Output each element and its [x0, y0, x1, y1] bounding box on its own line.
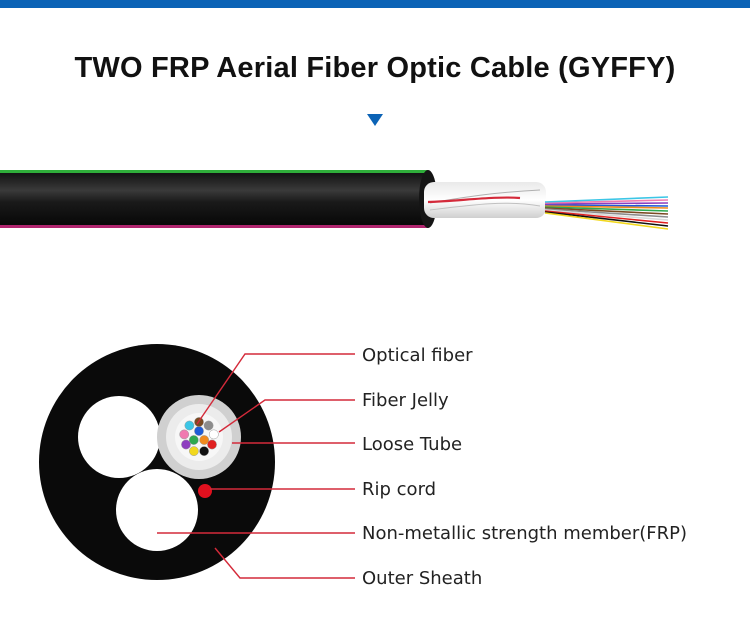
loose-tube-side [424, 182, 546, 218]
label-outer-sheath: Outer Sheath [362, 568, 483, 589]
label-fiber-jelly: Fiber Jelly [362, 390, 449, 411]
fiber-core [203, 420, 214, 431]
frp-strength-member-2 [116, 469, 198, 551]
cable-side-view [0, 170, 669, 230]
label-optical-fiber: Optical fiber [362, 345, 473, 366]
fiber-core [199, 435, 210, 445]
cable-cross-section [39, 344, 275, 580]
fiber-core [188, 435, 199, 445]
fiber-core [179, 429, 190, 440]
page-title: TWO FRP Aerial Fiber Optic Cable (GYFFY) [74, 52, 676, 84]
leader-fiber-jelly [218, 399, 355, 433]
label-loose-tube: Loose Tube [362, 434, 463, 455]
fiber-core [184, 420, 195, 431]
leader-outer-sheath [214, 547, 355, 579]
label-rip-cord: Rip cord [362, 479, 437, 500]
rip-cord-shape [198, 484, 212, 498]
rip-cord-side [427, 196, 521, 204]
fiber-core [194, 426, 204, 436]
down-arrow-icon [367, 114, 383, 126]
leader-optical-fiber [196, 353, 355, 425]
frp-strength-member-1 [78, 396, 160, 478]
fiber-core [189, 446, 199, 456]
fiber-core [207, 439, 217, 450]
cable-sheath [0, 170, 428, 228]
fiber-bundle [544, 196, 669, 230]
top-accent-bar [0, 0, 750, 8]
fiber-core [208, 429, 219, 440]
leader-lines [157, 353, 355, 579]
green-stripe [0, 170, 428, 173]
label-frp: Non-metallic strength member(FRP) [362, 523, 688, 544]
fiber-core [181, 439, 191, 450]
fiber-cores [179, 417, 219, 456]
fiber-core [199, 446, 209, 456]
purple-stripe [0, 225, 428, 228]
